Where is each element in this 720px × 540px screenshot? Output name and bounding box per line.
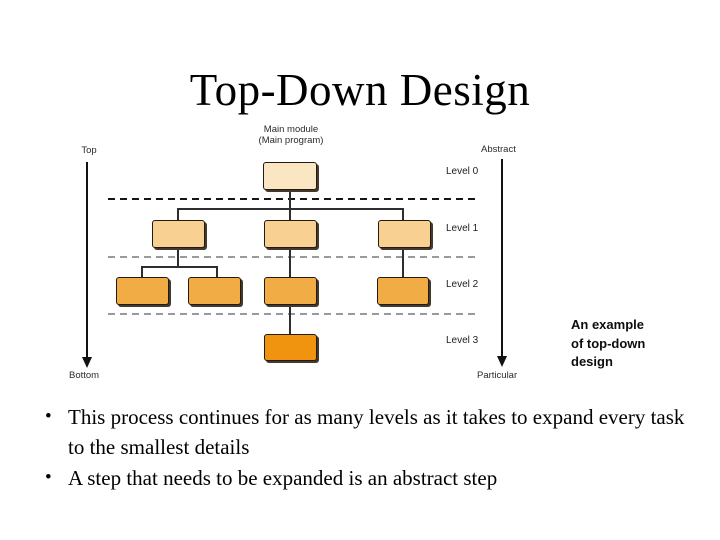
level2-box-2 (188, 277, 241, 305)
connector-line (289, 304, 291, 335)
connector-line (141, 266, 143, 278)
connector-line (141, 266, 218, 268)
bullet-text: A step that needs to be expanded is an a… (68, 466, 498, 490)
main-module-label-line2: (Main program) (258, 134, 324, 146)
bullet-item: • This process continues for as many lev… (40, 403, 690, 462)
level2-box-1 (116, 277, 169, 305)
figure-caption-line1: An example (571, 317, 644, 332)
figure-caption-line2: of top-down (571, 335, 646, 351)
level3-box (264, 334, 317, 361)
bullet-item: • A step that needs to be expanded is an… (40, 464, 690, 494)
level-0-label: Level 0 (446, 166, 479, 177)
down-arrow-icon (497, 356, 507, 367)
axis-left-bottom-label: Bottom (69, 370, 100, 381)
level1-box-3 (378, 220, 431, 248)
connector-line (402, 248, 404, 278)
connector-line (289, 189, 291, 209)
figure-caption: An example of top-down design (571, 316, 681, 372)
connector-line (177, 248, 179, 267)
left-axis-arrow-line (86, 162, 88, 357)
axis-left-top-label: Top (81, 145, 97, 156)
level-3-label: Level 3 (446, 335, 479, 346)
level-divider-2-3 (108, 313, 478, 315)
level-1-label: Level 1 (446, 223, 479, 234)
bullet-list: • This process continues for as many lev… (40, 403, 690, 496)
level-2-label: Level 2 (446, 279, 479, 290)
bullet-text: This process continues for as many level… (68, 405, 685, 459)
connector-line (178, 208, 404, 210)
bullet-icon: • (45, 406, 52, 427)
connector-line (177, 208, 179, 221)
level-divider-0-1 (108, 198, 478, 200)
axis-right-top-label: Abstract (481, 144, 516, 155)
level2-box-4 (377, 277, 429, 305)
connector-line (216, 266, 218, 278)
level0-box (263, 162, 317, 190)
down-arrow-icon (82, 357, 92, 368)
connector-line (402, 208, 404, 221)
level2-box-3 (264, 277, 317, 305)
main-module-label-line1: Main module (263, 124, 319, 135)
level1-box-1 (152, 220, 205, 248)
right-axis-arrow-line (501, 159, 503, 356)
main-module-label: Main module (Main program) (230, 124, 352, 146)
level1-box-2 (264, 220, 317, 248)
slide-title: Top-Down Design (189, 65, 531, 115)
connector-line (289, 248, 291, 278)
connector-line (289, 208, 291, 221)
level-divider-1-2 (108, 256, 478, 258)
bullet-icon: • (45, 467, 52, 488)
figure-caption-line3: design (571, 354, 613, 369)
axis-right-bottom-label: Particular (477, 370, 518, 381)
